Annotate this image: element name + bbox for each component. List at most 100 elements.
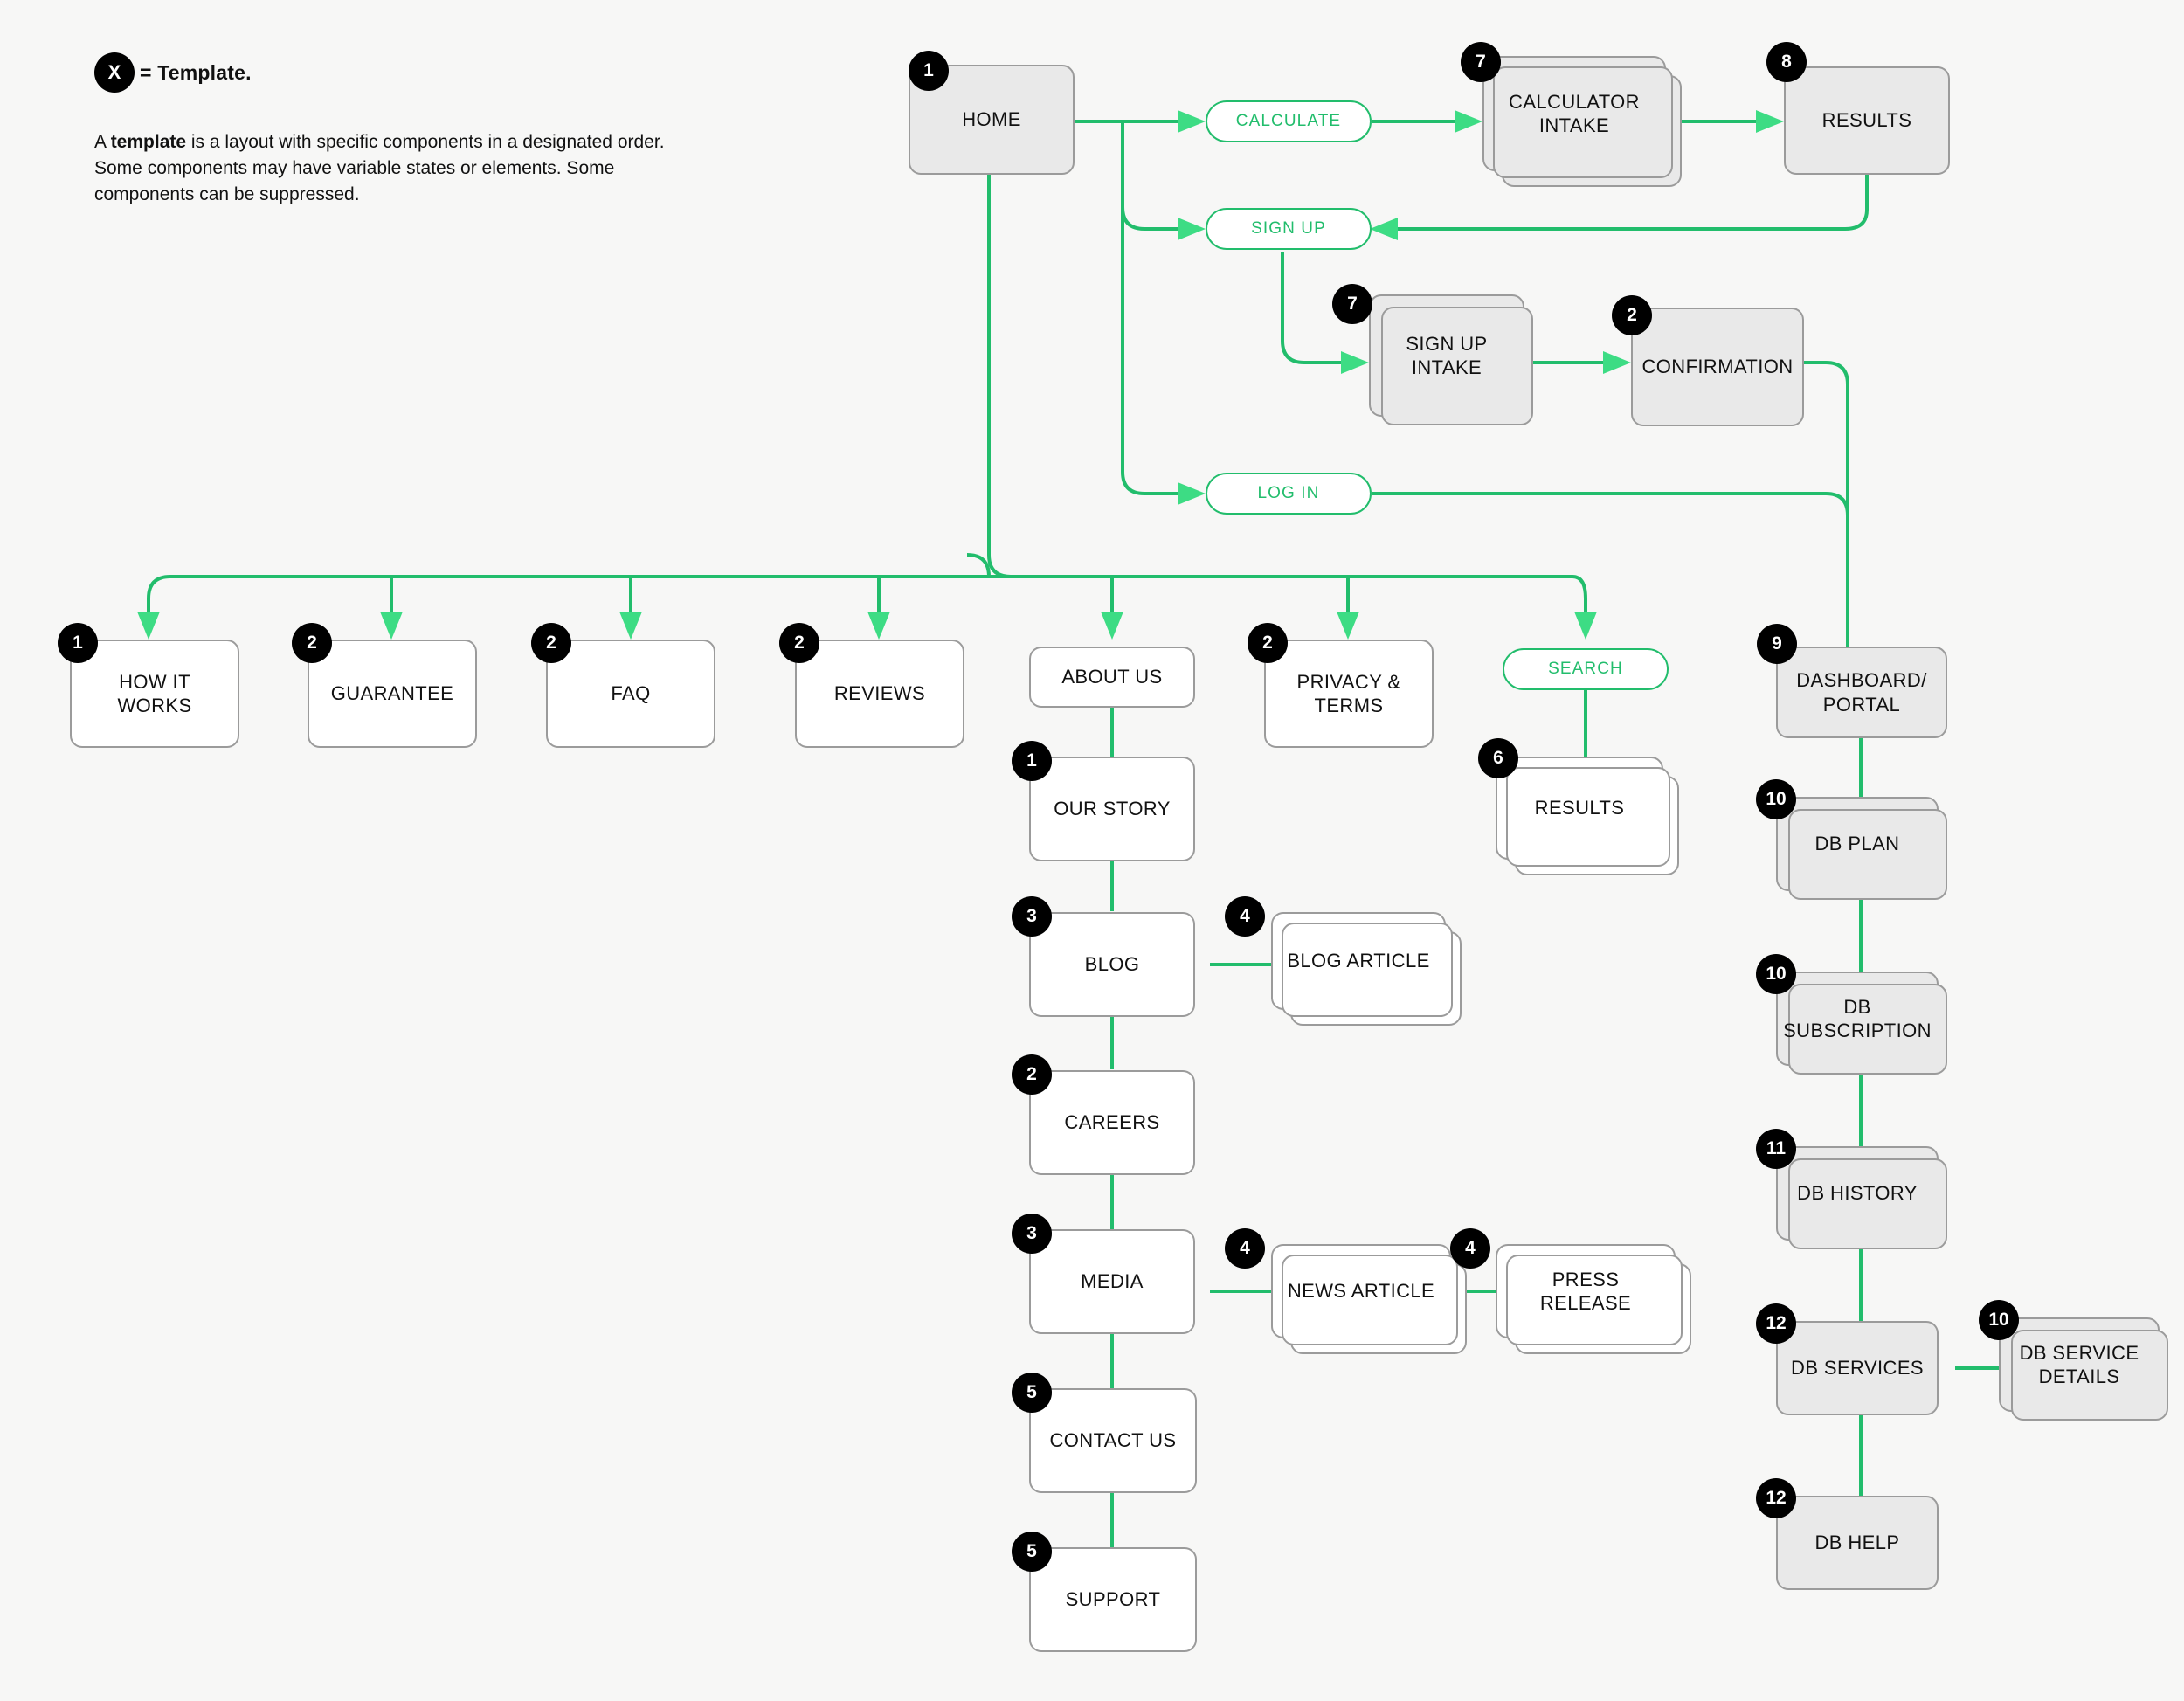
badge-media: 3 [1012,1214,1052,1254]
badge-our-story: 1 [1012,741,1052,781]
legend-template-badge: X [94,52,135,93]
badge-news-article: 4 [1225,1228,1265,1269]
node-privacy-terms[interactable]: PRIVACY & TERMS [1264,640,1434,748]
node-how-it-works[interactable]: HOW IT WORKS [70,640,239,748]
node-dashboard-portal-label-line1: DASHBOARD/ [1796,669,1927,691]
node-careers[interactable]: CAREERS [1029,1070,1195,1175]
node-careers-label: CAREERS [1064,1111,1160,1134]
node-sign-up-intake[interactable]: SIGN UP INTAKE [1369,294,1533,425]
badge-db-subscription: 10 [1756,954,1796,994]
badge-blog-article: 4 [1225,896,1265,937]
legend: X = Template. A template is a layout wit… [94,52,706,207]
badge-reviews: 2 [779,623,819,663]
badge-confirmation: 2 [1612,295,1652,335]
node-privacy-terms-label-line2: TERMS [1314,695,1384,716]
node-contact-us-label: CONTACT US [1049,1429,1177,1452]
badge-careers: 2 [1012,1054,1052,1095]
node-media-label: MEDIA [1081,1270,1144,1293]
node-calculate-label: CALCULATE [1235,112,1342,131]
legend-key-row: X = Template. [94,52,706,93]
node-log-in-label: LOG IN [1257,484,1320,503]
node-db-help[interactable]: DB HELP [1776,1496,1939,1590]
node-press-release[interactable]: PRESS RELEASE [1496,1244,1691,1354]
node-reviews[interactable]: REVIEWS [795,640,964,748]
node-our-story-label: OUR STORY [1054,798,1171,820]
node-db-subscription-label-line1: DB [1843,995,1871,1018]
badge-press-release: 4 [1450,1228,1490,1269]
node-contact-us[interactable]: CONTACT US [1029,1388,1197,1493]
node-dashboard-portal-label-line2: PORTAL [1822,693,1901,716]
badge-privacy-terms: 2 [1248,623,1288,663]
node-db-services-label: DB SERVICES [1791,1357,1924,1379]
node-calculator-intake-label-line1: CALCULATOR [1509,90,1640,113]
node-results-calculator[interactable]: RESULTS [1784,66,1950,175]
node-search[interactable]: SEARCH [1503,648,1669,690]
node-home-label: HOME [962,108,1021,131]
node-calculate[interactable]: CALCULATE [1206,100,1372,142]
node-guarantee-label: GUARANTEE [330,682,454,705]
badge-calculator-intake: 7 [1461,42,1501,82]
node-press-release-label: PRESS RELEASE [1539,1268,1632,1315]
node-db-subscription[interactable]: DB SUBSCRIPTION [1776,972,1947,1075]
node-db-plan-label: DB PLAN [1814,833,1900,855]
badge-sign-up-intake: 7 [1332,284,1372,324]
badge-db-help: 12 [1756,1478,1796,1518]
node-sign-up[interactable]: SIGN UP [1206,208,1372,250]
node-news-article-label: NEWS ARTICLE [1287,1280,1435,1303]
badge-blog: 3 [1012,896,1052,937]
node-confirmation-label: CONFIRMATION [1641,356,1794,378]
node-results-calculator-label: RESULTS [1821,109,1912,132]
badge-db-services: 12 [1756,1303,1796,1344]
badge-dashboard-portal: 9 [1757,624,1797,664]
node-sign-up-label: SIGN UP [1251,219,1326,239]
node-blog-article[interactable]: BLOG ARTICLE [1271,912,1462,1026]
node-support-label: SUPPORT [1065,1588,1161,1611]
node-confirmation[interactable]: CONFIRMATION [1631,308,1804,426]
node-db-plan[interactable]: DB PLAN [1776,797,1947,900]
node-privacy-terms-label-line1: PRIVACY & [1296,670,1401,693]
node-db-history[interactable]: DB HISTORY [1776,1146,1947,1249]
badge-db-plan: 10 [1756,779,1796,819]
node-db-service-details-label-line2: DETAILS [2038,1366,2120,1387]
node-about-us-label: ABOUT US [1061,666,1163,688]
legend-desc-bold: template [110,132,187,152]
node-about-us[interactable]: ABOUT US [1029,647,1195,708]
node-calculator-intake-label-line2: INTAKE [1538,114,1610,136]
legend-desc-prefix: A [94,132,111,152]
badge-results-search: 6 [1478,738,1518,778]
badge-db-history: 11 [1756,1129,1796,1169]
badge-how-it-works: 1 [58,623,98,663]
badge-faq: 2 [531,623,571,663]
node-faq[interactable]: FAQ [546,640,715,748]
node-news-article[interactable]: NEWS ARTICLE [1271,1244,1467,1354]
node-blog-article-label: BLOG ARTICLE [1287,950,1430,972]
legend-desc-rest: is a layout with specific components in … [94,132,665,204]
legend-equals-label: = Template. [140,60,252,84]
node-db-services[interactable]: DB SERVICES [1776,1321,1939,1415]
node-results-search-label: RESULTS [1534,797,1625,819]
node-db-history-label: DB HISTORY [1797,1182,1918,1205]
node-support[interactable]: SUPPORT [1029,1547,1197,1652]
node-db-subscription-label-line2: SUBSCRIPTION [1783,1020,1932,1041]
node-sign-up-intake-label: SIGN UP INTAKE [1406,332,1488,379]
badge-results-calculator: 8 [1766,42,1807,82]
node-dashboard-portal[interactable]: DASHBOARD/ PORTAL [1776,647,1947,738]
node-blog-label: BLOG [1084,953,1140,976]
node-guarantee[interactable]: GUARANTEE [308,640,477,748]
badge-guarantee: 2 [292,623,332,663]
node-media[interactable]: MEDIA [1029,1229,1195,1334]
badge-contact-us: 5 [1012,1373,1052,1413]
node-blog[interactable]: BLOG [1029,912,1195,1017]
badge-home: 1 [909,51,949,91]
badge-db-service-details: 10 [1979,1300,2019,1340]
node-calculator-intake[interactable]: CALCULATOR INTAKE [1482,56,1682,187]
node-log-in[interactable]: LOG IN [1206,473,1372,515]
node-db-service-details[interactable]: DB SERVICE DETAILS [1999,1317,2168,1421]
node-db-help-label: DB HELP [1814,1532,1900,1554]
node-our-story[interactable]: OUR STORY [1029,757,1195,861]
node-results-search[interactable]: RESULTS [1496,757,1679,875]
node-how-it-works-label: HOW IT WORKS [117,670,192,717]
node-search-label: SEARCH [1548,660,1623,679]
